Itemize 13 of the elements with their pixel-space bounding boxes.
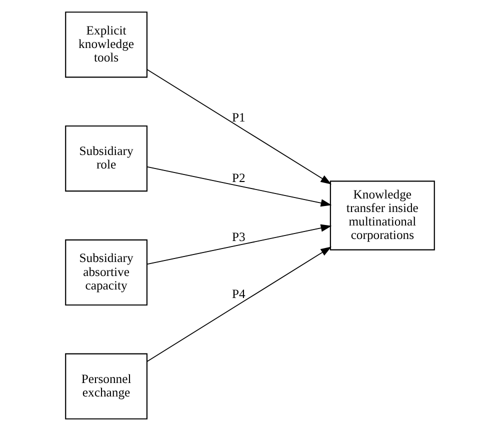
edge-label: P3: [232, 230, 245, 244]
arrow: [146, 224, 332, 265]
arrow: [146, 69, 332, 184]
node-box: Personnel exchange: [64, 353, 147, 420]
node-box: Subsidiary role: [64, 125, 147, 192]
arrow: [146, 166, 332, 207]
arrow: [146, 246, 332, 362]
edge-label: P2: [232, 171, 245, 186]
edge-label: P1: [232, 110, 245, 125]
edge-label: P4: [232, 286, 245, 301]
node-box: Explicit knowledge tools: [64, 12, 147, 78]
node-box: Knowledge transfer inside multinational corporations: [329, 180, 434, 250]
node-box: Subsidiary absortive capacity: [64, 239, 147, 306]
